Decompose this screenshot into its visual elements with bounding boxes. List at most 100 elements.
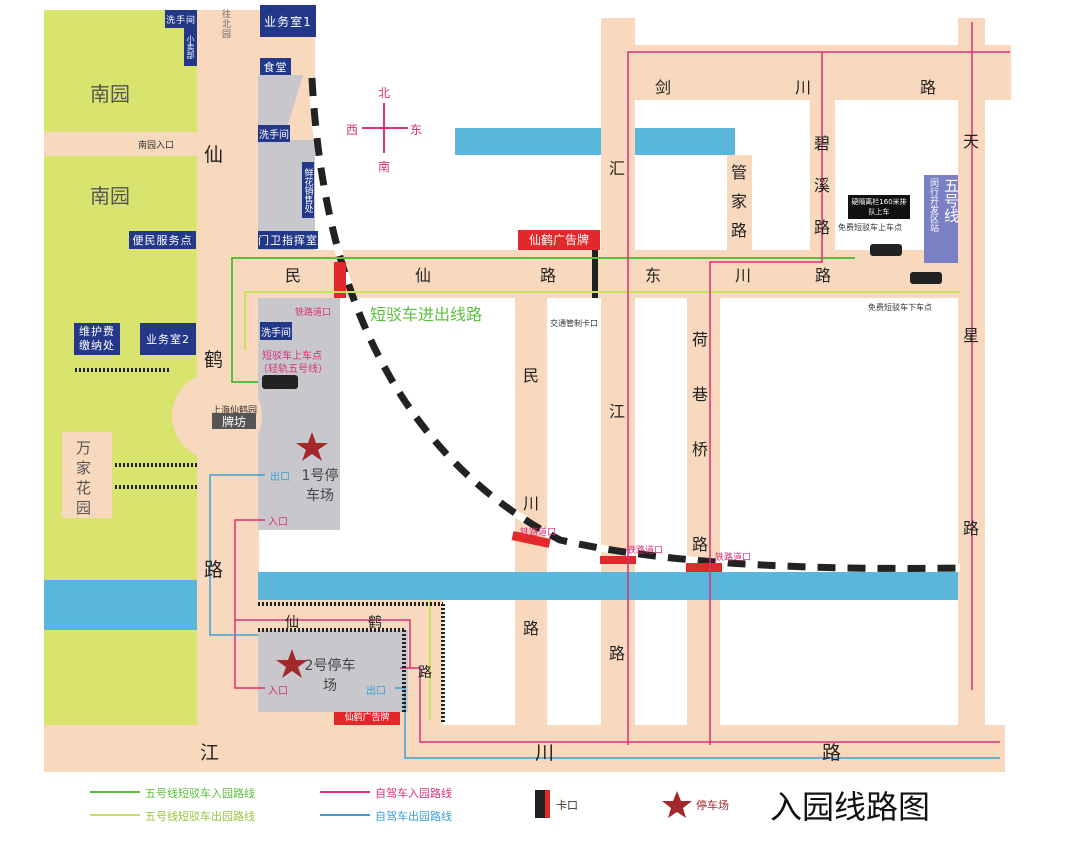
road-dongchuan-char: 川 xyxy=(735,266,752,285)
xianhe-road xyxy=(197,10,259,725)
pond-2 xyxy=(635,128,735,155)
road-minxian-char: 路 xyxy=(540,266,557,285)
parking-1-entry: 入口 xyxy=(268,517,288,528)
road-tianxing-char: 星 xyxy=(963,326,980,345)
to-north-park-label[interactable]: 往北园 xyxy=(222,10,232,40)
shuttle-stop-label: 短驳车上车点 xyxy=(262,351,322,362)
jiangchuan-road xyxy=(44,725,1005,772)
road-minchuan-char: 路 xyxy=(523,619,540,638)
queue-sign: 硬隔离栏160米排队上车 xyxy=(848,195,910,219)
road-minchuan-char: 川 xyxy=(523,494,540,513)
wanjia-garden-label: 万家花园 xyxy=(76,439,94,517)
road-huijiang-char: 江 xyxy=(609,402,626,421)
road-jianchuan-char: 路 xyxy=(920,78,937,97)
toilet-label: 洗手间 xyxy=(165,10,197,28)
road-jianchuan-char: 剑 xyxy=(655,78,672,97)
road-jiangchuan-char: 路 xyxy=(822,742,842,764)
shuttle-stop-sub-label: （轻轨五号线） xyxy=(258,364,328,375)
legend-shuttle-out: 五号线短驳车出园路线 xyxy=(145,810,255,823)
car-out-route-2 xyxy=(395,687,1000,759)
south-park-label: 南园 xyxy=(90,184,130,208)
rail-crossing-label: 铁路道口 xyxy=(627,546,664,556)
shuttle-in-route xyxy=(231,257,855,383)
pickup-point-label[interactable]: 免费短驳车上车点 xyxy=(838,223,902,232)
road-huijiang-char: 汇 xyxy=(609,159,626,178)
checkpoint-bar xyxy=(592,250,598,298)
legend-parking: 停车场 xyxy=(696,799,729,812)
dropoff-point-label[interactable]: 免费短驳车下车点 xyxy=(868,303,932,312)
road-jiangchuan-char: 江 xyxy=(200,742,220,764)
shuttle-out-route xyxy=(244,291,960,350)
rail-crossing-label: 铁路道口 xyxy=(295,308,332,318)
road-tianxing-char: 路 xyxy=(963,519,980,538)
rail-crossing-3 xyxy=(600,556,636,564)
road-hexiangqiao-label: 荷巷桥路 xyxy=(692,330,709,554)
office-1-label: 业务室1 xyxy=(260,5,316,37)
flower-shop-label: 鲜花销售处 xyxy=(302,162,314,218)
south-park-label: 南园 xyxy=(90,82,130,106)
bus-icon xyxy=(870,244,902,256)
railway xyxy=(308,77,961,572)
metro-station-sign[interactable]: 闵行开发区站 五号线 xyxy=(924,175,960,263)
road-minxian-char: 民 xyxy=(285,266,302,285)
road-xianhe-char: 仙 xyxy=(204,144,224,166)
road-huijiang-char: 路 xyxy=(609,644,626,663)
wanjia-garden xyxy=(60,430,114,520)
parking-2-exit: 出口 xyxy=(366,686,386,697)
rail-crossing-1 xyxy=(334,262,346,298)
gate-sub-label: 上海仙鹤园 xyxy=(212,406,258,416)
hexiangqiao-road xyxy=(687,298,720,725)
road-jianchuan-char: 川 xyxy=(795,78,812,97)
guard-room-label: 门卫指挥室 xyxy=(258,231,318,249)
road-guanjia-label: 管家路 xyxy=(731,163,748,240)
railway-white xyxy=(308,77,961,572)
road-jiangchuan-char: 川 xyxy=(535,742,555,764)
shop-label: 小卖部 xyxy=(184,28,197,66)
legend-checkpoint: 卡口 xyxy=(556,799,578,812)
legend-checkpoint-icon xyxy=(535,790,545,818)
road-inner-char: 路 xyxy=(418,665,432,681)
car-in-route-6 xyxy=(234,620,265,689)
car-out-route xyxy=(209,474,265,636)
compass-west: 西 xyxy=(346,123,359,137)
parking-1-label: 1号停车场 xyxy=(301,468,339,504)
road-dongchuan-char: 东 xyxy=(645,266,662,285)
legend-shuttle-in: 五号线短驳车入园路线 xyxy=(145,787,255,800)
fee-office-label: 维护费缴纳处 xyxy=(74,323,120,355)
road-minchuan-char: 民 xyxy=(523,366,540,385)
jianchuan-road xyxy=(601,45,1011,100)
parking-2-entry: 入口 xyxy=(268,686,288,697)
road-bixi-label: 碧溪路 xyxy=(814,134,831,237)
road-xianhe-char: 路 xyxy=(204,559,224,581)
rail-crossing-2 xyxy=(511,531,551,548)
road-dongchuan-char: 路 xyxy=(815,266,832,285)
billboard-label: 仙鹤广告牌 xyxy=(334,712,400,725)
rail-crossing-4 xyxy=(686,563,722,572)
road-minxian-char: 仙 xyxy=(415,266,432,285)
south-entrance-label[interactable]: 南园入口 xyxy=(138,141,175,151)
compass-north: 北 xyxy=(378,86,391,100)
car-in-route-5 xyxy=(234,519,411,668)
toilet-label: 洗手间 xyxy=(258,125,290,142)
river-west xyxy=(44,580,197,630)
shuttle-route-label: 短驳车进出线路 xyxy=(370,305,483,324)
road-inner-char: 鹤 xyxy=(368,615,382,631)
parking-2-label: 2号停车场 xyxy=(304,658,356,694)
rail-crossing-label: 铁路道口 xyxy=(520,528,557,538)
road-inner-char: 仙 xyxy=(285,615,299,631)
car-in-route-4 xyxy=(400,667,1000,743)
compass-east: 东 xyxy=(410,123,423,137)
legend-car-out: 自驾车出园路线 xyxy=(375,810,452,823)
road-tianxing-char: 天 xyxy=(963,132,980,151)
metro-station-name: 闵行开发区站 xyxy=(928,178,938,232)
south-park-entrance-road xyxy=(44,132,197,156)
toilet-label: 洗手间 xyxy=(260,322,292,340)
gate-label: 牌坊 xyxy=(212,413,256,429)
huijiang-road xyxy=(601,18,635,725)
canteen-label: 食堂 xyxy=(260,58,291,75)
river xyxy=(258,572,958,600)
legend-car-in: 自驾车入园路线 xyxy=(375,787,452,800)
parking-star-icon xyxy=(296,432,328,461)
compass-south: 南 xyxy=(378,160,391,174)
